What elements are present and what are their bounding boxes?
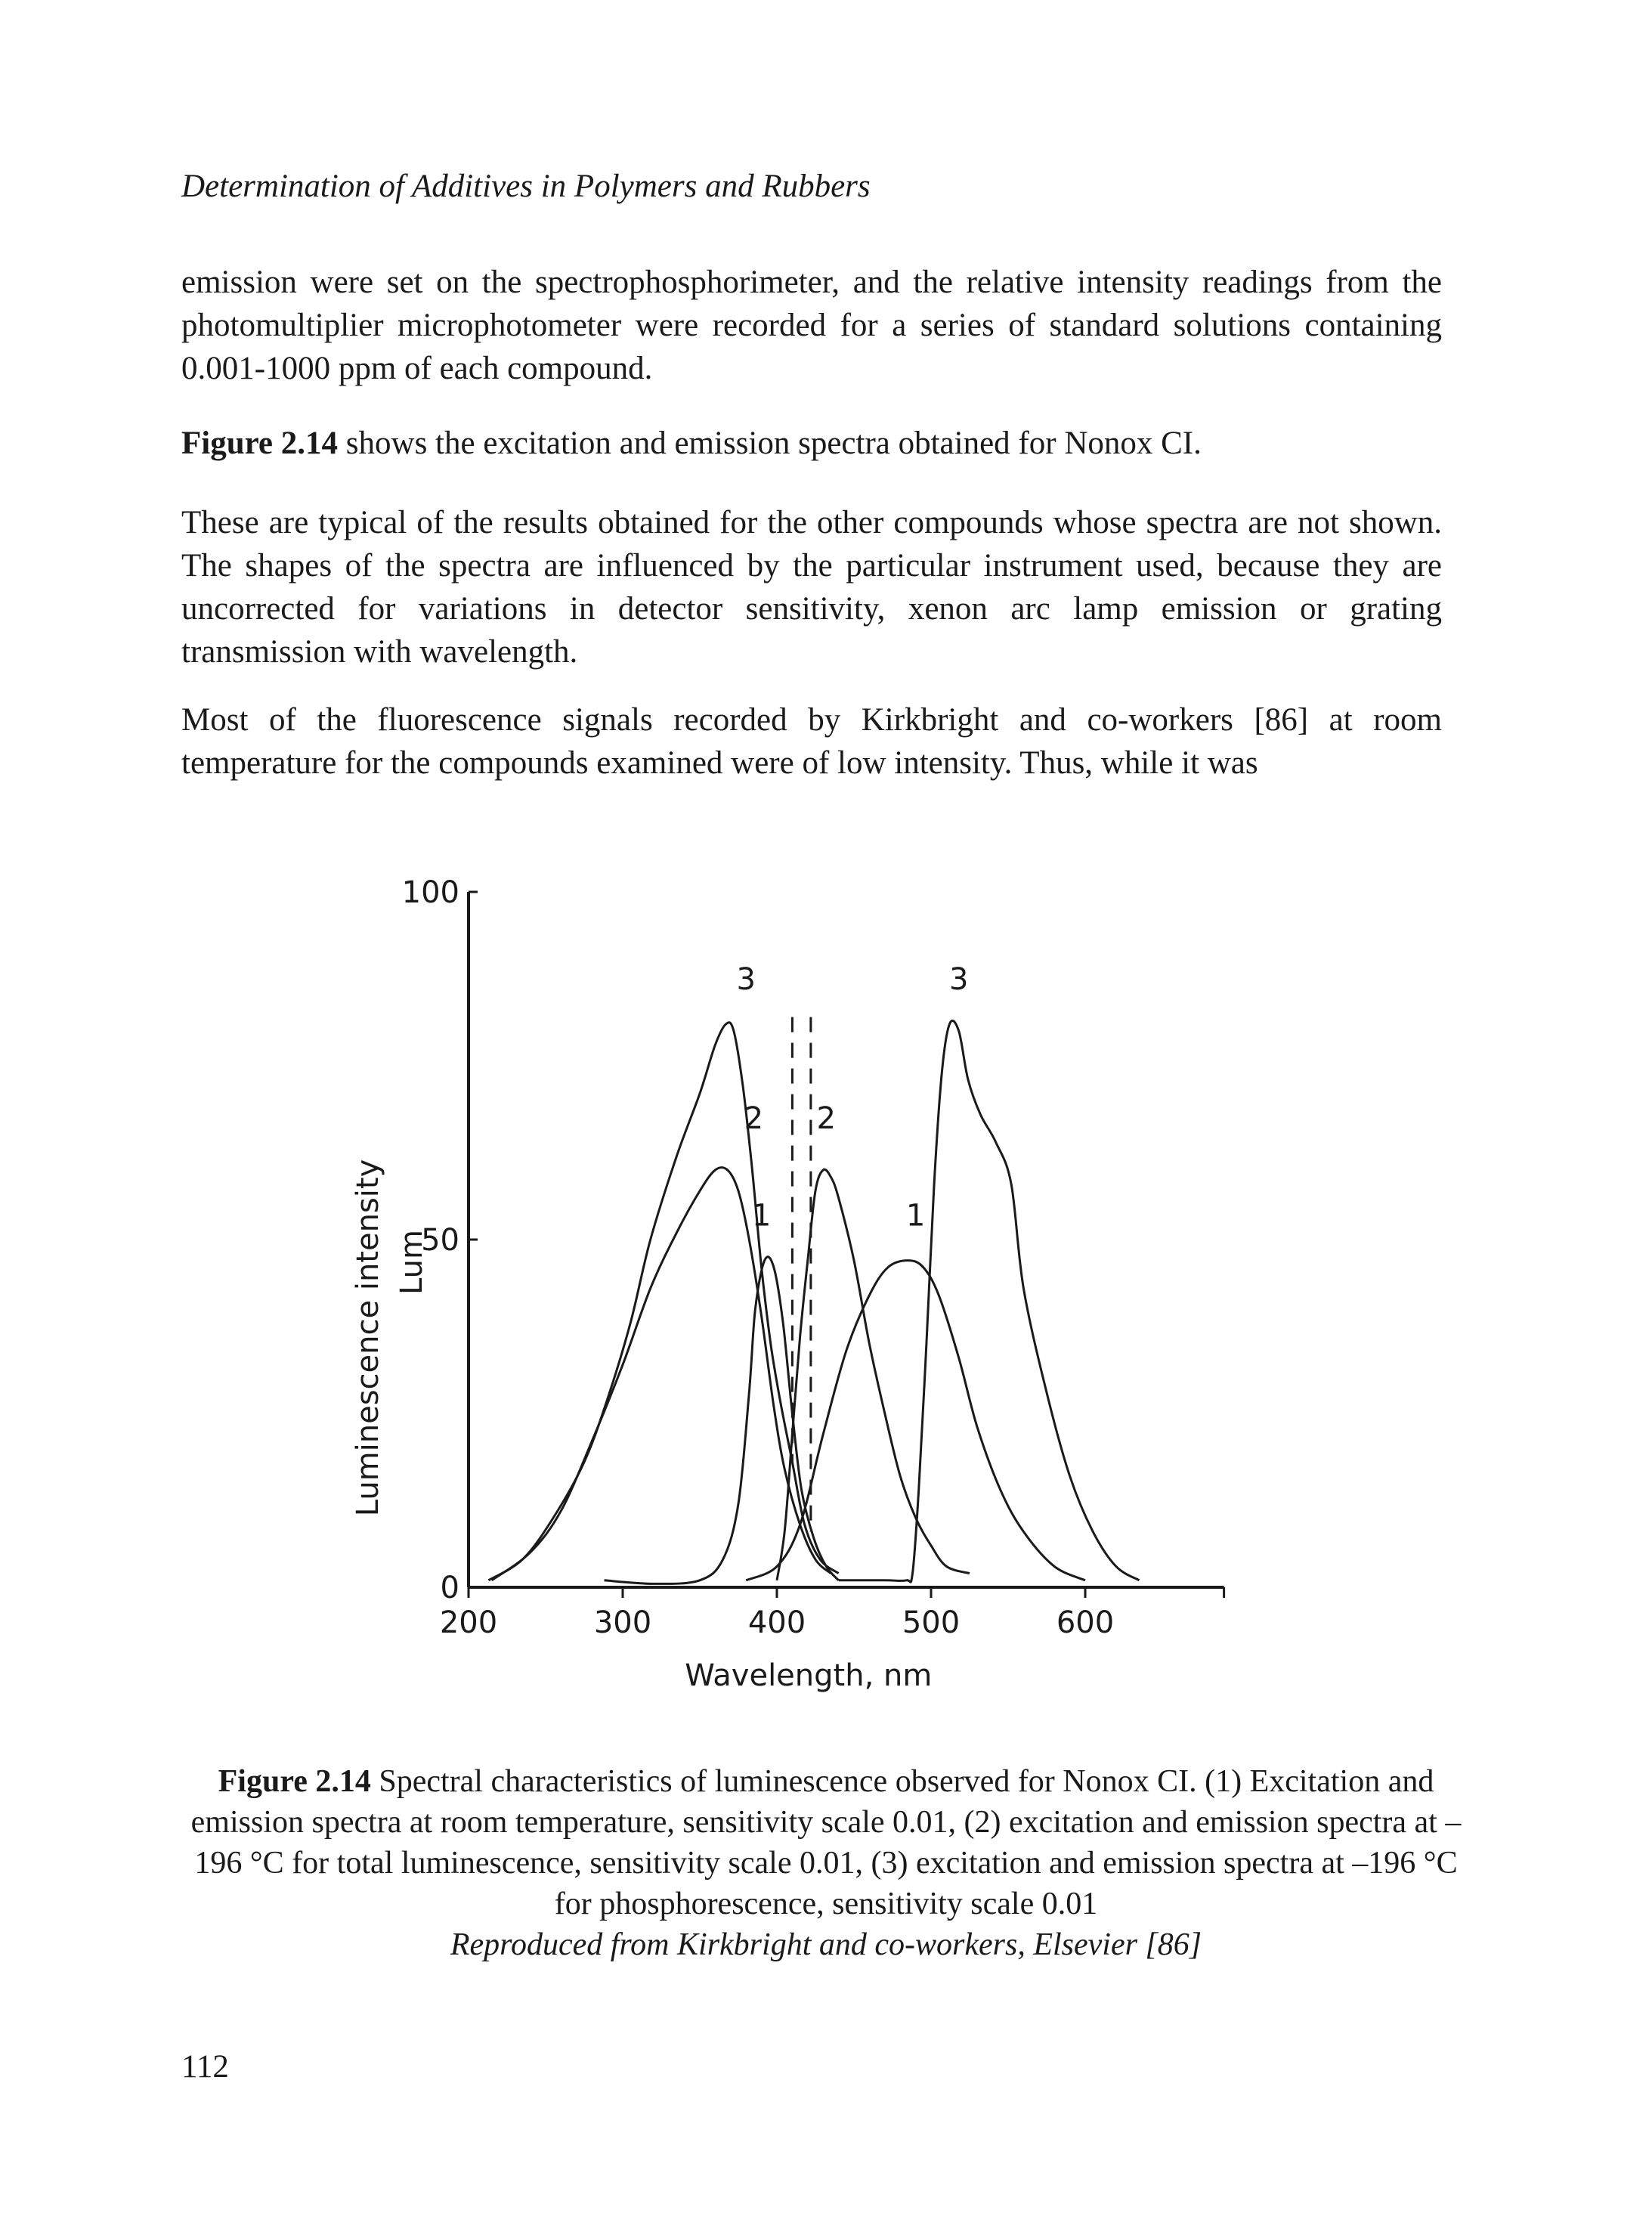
curve-3-emission [838,1019,1140,1583]
curve-1-excitation [604,1255,840,1585]
y-axis-label-sub: Lum [394,1230,429,1295]
x-tick-label-600: 600 [1056,1605,1114,1640]
paragraph-1: emission were set on the spectrophosphor… [181,265,1442,386]
figure-caption: Figure 2.14 Spectral characteristics of … [174,1761,1478,1965]
running-head: Determination of Additives in Polymers a… [181,169,871,204]
page-number: 112 [181,2049,229,2085]
caption-credit: Reproduced from Kirkbright and co-worker… [450,1927,1202,1962]
paragraph-3: These are typical of the results obtaine… [181,505,1442,670]
caption-text: Spectral characteristics of luminescence… [190,1764,1462,1921]
caption-label: Figure 2.14 [218,1764,371,1799]
paragraph-2-text: shows the excitation and emission spectr… [338,426,1202,461]
curve-label-3-emission: 3 [949,962,968,997]
y-axis-label: Luminescence intensity [351,1159,385,1517]
curve-2-excitation [490,1166,832,1582]
curve-1-emission [745,1259,1086,1582]
curve-label-1-emission: 1 [906,1199,925,1234]
paragraph-2: Figure 2.14 shows the excitation and emi… [181,422,1442,465]
curve-label-3-excitation: 3 [736,962,755,997]
figure-reference: Figure 2.14 [181,426,339,461]
x-tick-label-200: 200 [440,1605,497,1640]
x-tick-label-500: 500 [902,1605,960,1640]
x-axis-label: Wavelength, nm [685,1658,932,1693]
x-tick-label-400: 400 [748,1605,806,1640]
y-tick-label-100: 100 [402,875,459,910]
paragraph-4: Most of the fluorescence signals recorde… [181,702,1442,781]
y-tick-label-0: 0 [441,1571,459,1605]
curve-label-2-emission: 2 [817,1101,836,1136]
curve-3-excitation [487,1021,840,1582]
y-tick-label-50: 50 [421,1223,459,1258]
x-tick-label-300: 300 [594,1605,651,1640]
curve-2-emission [775,1168,970,1581]
